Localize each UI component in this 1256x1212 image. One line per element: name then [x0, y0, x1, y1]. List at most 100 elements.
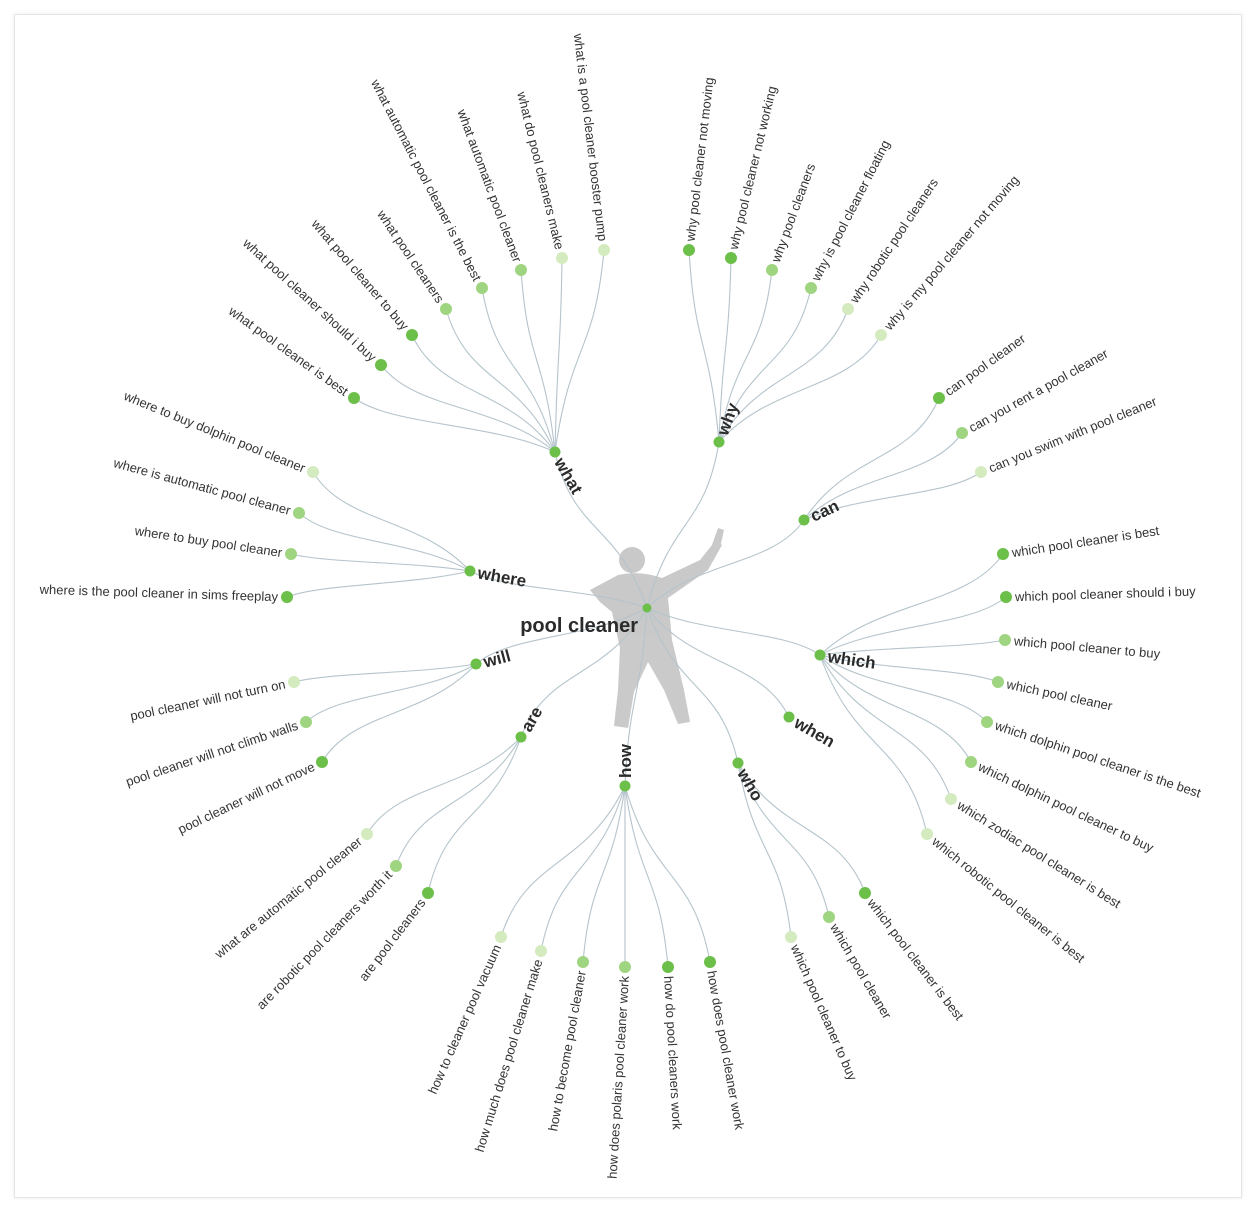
leaf-link — [718, 308, 849, 443]
leaf-label[interactable]: how do pool cleaners work — [661, 976, 685, 1131]
leaf-link — [290, 553, 471, 572]
leaf-label[interactable]: which pool cleaner to buy — [1012, 633, 1161, 661]
leaf-node[interactable] — [476, 282, 488, 294]
leaf-node[interactable] — [981, 716, 993, 728]
branch-label-are: are — [517, 703, 546, 735]
leaf-node[interactable] — [293, 507, 305, 519]
leaf-node[interactable] — [956, 427, 968, 439]
leaf-label[interactable]: pool cleaner will not turn on — [129, 676, 287, 723]
leaf-label[interactable]: which pool cleaner — [1004, 676, 1114, 713]
leaf-label[interactable]: are pool cleaners — [356, 895, 429, 984]
leaf-node[interactable] — [556, 252, 568, 264]
leaf-link — [353, 397, 556, 453]
leaf-label[interactable]: why is my pool cleaner not moving — [881, 172, 1022, 333]
branch-node-which[interactable] — [814, 649, 826, 661]
leaf-node[interactable] — [440, 303, 452, 315]
branch-link — [646, 607, 790, 718]
leaf-label[interactable]: why pool cleaners — [768, 161, 819, 265]
leaf-node[interactable] — [375, 359, 387, 371]
leaf-node[interactable] — [361, 828, 373, 840]
leaf-link — [312, 471, 471, 572]
leaf-link — [427, 736, 522, 894]
leaf-link — [380, 364, 556, 453]
leaf-link — [554, 249, 605, 453]
leaf-label[interactable]: how does polaris pool cleaner work — [605, 975, 632, 1179]
leaf-label[interactable]: where is automatic pool cleaner — [111, 455, 293, 518]
leaf-label[interactable]: how to become pool cleaner — [545, 969, 589, 1132]
leaf-node[interactable] — [495, 931, 507, 943]
leaf-node[interactable] — [307, 466, 319, 478]
leaf-node[interactable] — [965, 756, 977, 768]
branch-node-when[interactable] — [783, 711, 795, 723]
leaf-node[interactable] — [805, 282, 817, 294]
leaf-link — [819, 654, 952, 800]
branch-link — [475, 607, 648, 665]
leaf-node[interactable] — [281, 591, 293, 603]
leaf-node[interactable] — [725, 252, 737, 264]
leaf-node[interactable] — [577, 956, 589, 968]
leaf-node[interactable] — [390, 860, 402, 872]
leaf-node[interactable] — [662, 961, 674, 973]
leaf-link — [481, 287, 556, 453]
branch-link — [469, 570, 648, 609]
leaf-node[interactable] — [619, 961, 631, 973]
leaf-node[interactable] — [598, 244, 610, 256]
branch-link — [646, 607, 739, 764]
leaf-node[interactable] — [992, 676, 1004, 688]
leaf-node[interactable] — [1000, 591, 1012, 603]
leaf-label[interactable]: which pool cleaner — [827, 920, 895, 1022]
leaf-label[interactable]: where to buy pool cleaner — [133, 523, 284, 560]
leaf-node[interactable] — [997, 548, 1009, 560]
leaf-node[interactable] — [859, 887, 871, 899]
leaf-label[interactable]: which robotic pool cleaner is best — [929, 833, 1089, 966]
root-node[interactable] — [642, 603, 652, 613]
leaf-label[interactable]: what pool cleaner should i buy — [239, 235, 379, 365]
leaf-node[interactable] — [515, 264, 527, 276]
leaf-label[interactable]: which pool cleaner is best — [1010, 523, 1161, 560]
branch-node-will[interactable] — [470, 658, 482, 670]
leaf-node[interactable] — [945, 793, 957, 805]
leaf-node[interactable] — [348, 392, 360, 404]
leaf-node[interactable] — [535, 945, 547, 957]
leaf-node[interactable] — [785, 931, 797, 943]
leaf-node[interactable] — [999, 634, 1011, 646]
leaf-label[interactable]: what are automatic pool cleaner — [211, 833, 365, 961]
leaf-node[interactable] — [683, 244, 695, 256]
leaf-label[interactable]: pool cleaner will not move — [176, 759, 318, 837]
leaf-label[interactable]: are robotic pool cleaners worth it — [253, 867, 395, 1012]
leaf-label[interactable]: where is the pool cleaner in sims freepl… — [38, 582, 278, 605]
leaf-node[interactable] — [921, 828, 933, 840]
leaf-label[interactable]: what is a pool cleaner booster pump — [571, 32, 611, 242]
leaf-node[interactable] — [316, 756, 328, 768]
leaf-node[interactable] — [285, 548, 297, 560]
branch-label-can: can — [807, 496, 842, 526]
leaf-node[interactable] — [288, 676, 300, 688]
leaf-label[interactable]: which pool cleaner should i buy — [1014, 584, 1197, 605]
branch-node-are[interactable] — [515, 731, 527, 743]
leaf-link — [819, 654, 999, 683]
leaf-node[interactable] — [933, 392, 945, 404]
leaf-label[interactable]: can pool cleaner — [942, 331, 1029, 399]
branch-node-can[interactable] — [798, 514, 810, 526]
branch-node-what[interactable] — [549, 446, 561, 458]
leaf-label[interactable]: why pool cleaner not moving — [682, 77, 716, 243]
leaf-node[interactable] — [300, 716, 312, 728]
leaf-label[interactable]: where to buy dolphin pool cleaner — [121, 388, 308, 476]
leaf-label[interactable]: why pool cleaner not working — [726, 84, 780, 251]
leaf-node[interactable] — [875, 329, 887, 341]
leaf-label[interactable]: how to cleaner pool vacuum — [425, 942, 504, 1096]
leaf-node[interactable] — [422, 887, 434, 899]
leaf-label[interactable]: what do pool cleaners make — [514, 89, 567, 251]
leaf-node[interactable] — [704, 956, 716, 968]
leaf-node[interactable] — [766, 264, 778, 276]
branch-node-who[interactable] — [732, 757, 744, 769]
branch-node-where[interactable] — [464, 565, 476, 577]
leaf-node[interactable] — [406, 329, 418, 341]
branch-node-why[interactable] — [713, 436, 725, 448]
leaf-label[interactable]: how does pool cleaner work — [704, 970, 747, 1132]
root-label: pool cleaner — [520, 615, 638, 637]
leaf-node[interactable] — [823, 911, 835, 923]
leaf-node[interactable] — [975, 466, 987, 478]
branch-node-how[interactable] — [619, 780, 631, 792]
leaf-node[interactable] — [842, 303, 854, 315]
